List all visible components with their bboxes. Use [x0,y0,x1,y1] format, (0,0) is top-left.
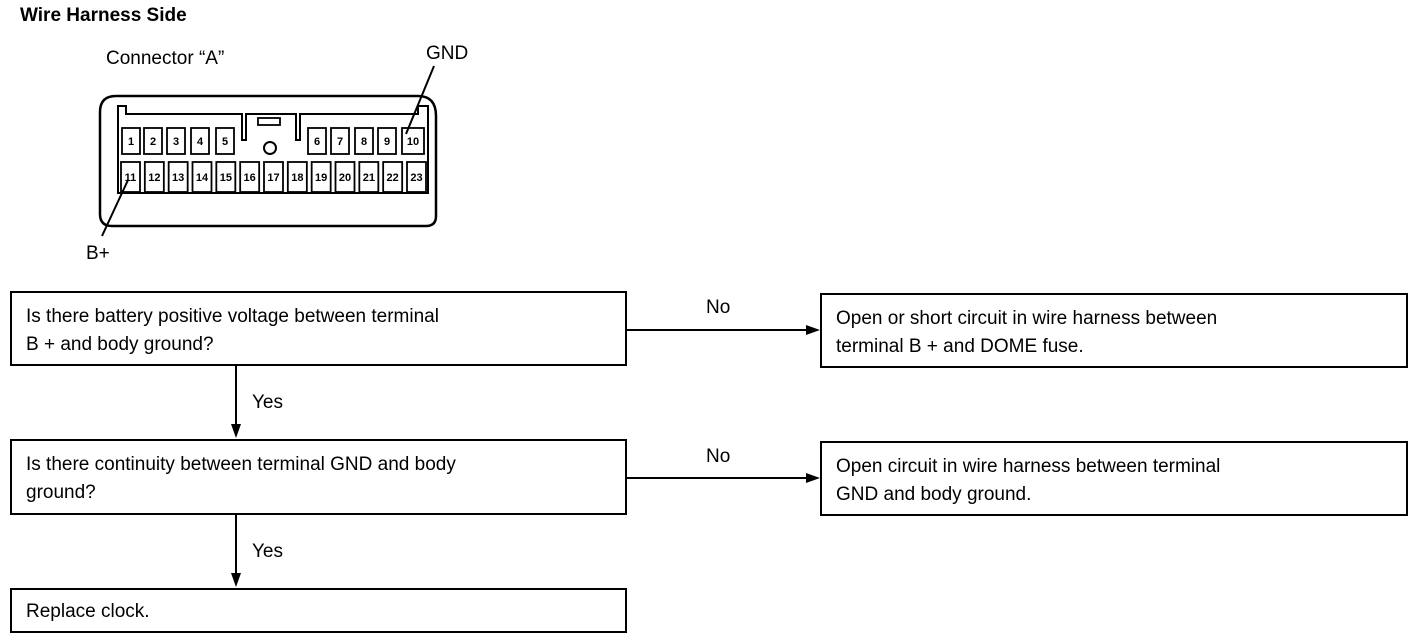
pin-5-cavity [215,127,235,155]
pin-18-cavity [286,161,308,193]
pin-18-label: 18 [291,172,303,184]
gnd-leader-line [405,65,435,135]
pin-13-cavity [167,161,189,193]
result-1-line-2: terminal B + and DOME fuse. [836,336,1084,357]
pin-20-label: 20 [339,172,351,184]
pin-1-cavity [121,127,141,155]
pin-23-cavity [406,161,427,193]
result-1-line-1: Open or short circuit in wire harness be… [836,308,1218,329]
question-1-line-1: Is there battery positive voltage betwee… [26,306,439,327]
pin-10-cavity [401,127,425,155]
question-1-box: Is there battery positive voltage betwee… [10,291,627,366]
pin-10-label: 10 [407,136,419,148]
connector-name: Connector “A” [106,48,225,69]
flow-connectors [231,325,820,587]
final-step-box: Replace clock. [10,588,627,633]
pin-15-label: 15 [220,172,232,184]
pin-22-label: 22 [387,172,399,184]
pin-15-cavity [215,161,237,193]
pin-9-cavity [377,127,397,155]
question-1-no-label: No [706,297,731,318]
connector-inner-frame [117,105,429,194]
q1-no-arrowhead [806,325,820,335]
pin-12-label: 12 [148,172,160,184]
connector-outline [98,94,438,228]
final-step-text: Replace clock. [26,601,150,622]
result-2-box: Open circuit in wire harness between ter… [820,441,1408,516]
gnd-label: GND [426,43,469,64]
pin-6-label: 6 [314,136,320,148]
pin-20-cavity [334,161,356,193]
q2-yes-arrowhead [231,573,241,587]
pin-3-cavity [166,127,186,155]
pin-19-label: 19 [315,172,327,184]
pin-21-label: 21 [363,172,375,184]
pin-2-label: 2 [150,136,156,148]
bplus-label: B+ [86,243,110,264]
question-1-yes-label: Yes [252,392,283,413]
pin-13-label: 13 [172,172,184,184]
pin-6-cavity [307,127,327,155]
pin-8-label: 8 [361,136,367,148]
question-2-yes-label: Yes [252,541,283,562]
pin-23-label: 23 [410,172,422,184]
result-1-box: Open or short circuit in wire harness be… [820,293,1408,368]
pin-7-label: 7 [337,136,343,148]
pin-22-cavity [382,161,404,193]
q2-no-arrowhead [806,473,820,483]
page-title: Wire Harness Side [20,5,187,26]
connector-lock-hole [263,141,277,155]
question-2-no-label: No [706,446,731,467]
pins-top-row: 1 2 3 4 5 6 7 8 9 10 [121,127,425,155]
pin-21-cavity [358,161,380,193]
pin-1-label: 1 [128,136,134,148]
question-2-line-2: ground? [26,482,96,503]
pin-2-cavity [143,127,163,155]
pins-bottom-row: 11 12 13 14 15 16 17 18 19 20 21 22 23 [120,161,427,193]
bplus-leader-line [101,179,129,237]
pin-14-cavity [191,161,213,193]
pin-9-label: 9 [384,136,390,148]
pin-14-label: 14 [196,172,209,184]
pin-19-cavity [310,161,332,193]
pin-4-label: 4 [197,136,204,148]
question-1-line-2: B + and body ground? [26,334,214,355]
pin-12-cavity [143,161,165,193]
pin-4-cavity [190,127,210,155]
pin-17-cavity [263,161,284,193]
result-2-line-2: GND and body ground. [836,484,1032,505]
pin-8-cavity [354,127,374,155]
q1-yes-arrowhead [231,424,241,438]
pin-11-cavity [120,161,141,193]
pin-3-label: 3 [173,136,179,148]
question-2-line-1: Is there continuity between terminal GND… [26,454,456,475]
question-2-box: Is there continuity between terminal GND… [10,439,627,515]
pin-7-cavity [330,127,350,155]
result-2-line-1: Open circuit in wire harness between ter… [836,456,1221,477]
pin-16-label: 16 [244,172,256,184]
pin-5-label: 5 [222,136,228,148]
pin-11-label: 11 [125,172,137,184]
connector-key-slot [257,117,281,126]
pin-16-cavity [239,161,261,193]
pin-17-label: 17 [267,172,279,184]
